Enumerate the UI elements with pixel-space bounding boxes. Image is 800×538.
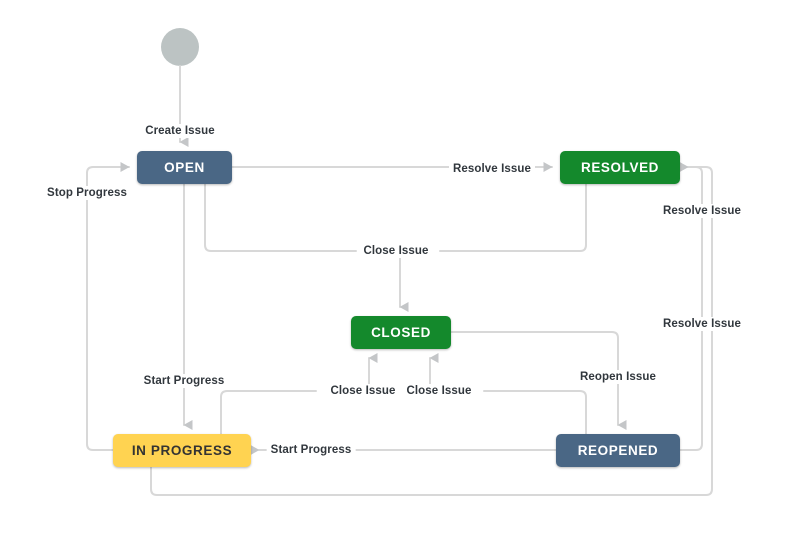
edge-label-start-progress-reopened: Start Progress [266, 443, 356, 457]
edge-close-issue-from-open [204, 183, 357, 252]
start-circle [161, 28, 199, 66]
edge-inprogress-resolve-issue [150, 162, 713, 496]
edge-label-close-issue-inprogress: Close Issue [326, 384, 400, 398]
node-reopened[interactable]: REOPENED [556, 434, 680, 467]
node-in-progress-label: IN PROGRESS [131, 443, 233, 458]
edge-label-start-progress-open: Start Progress [139, 374, 229, 388]
edge-label-create-issue: Create Issue [141, 124, 219, 138]
edge-label-inprogress-resolve-issue: Resolve Issue [658, 317, 746, 331]
node-closed[interactable]: CLOSED [351, 316, 451, 349]
edge-label-stop-progress: Stop Progress [43, 186, 131, 200]
edge-label-open-resolve-issue: Resolve Issue [448, 162, 536, 176]
edge-stop-progress [86, 162, 130, 451]
node-closed-label: CLOSED [371, 325, 431, 340]
node-open-label: OPEN [164, 160, 205, 175]
edge-label-reopened-resolve-issue: Resolve Issue [658, 204, 746, 218]
node-resolved-label: RESOLVED [580, 160, 660, 175]
edge-label-close-issue-reopened: Close Issue [402, 384, 476, 398]
edge-close-issue-reopened-h [483, 390, 587, 435]
node-open[interactable]: OPEN [137, 151, 232, 184]
node-in-progress[interactable]: IN PROGRESS [113, 434, 251, 467]
edge-reopen-issue [450, 331, 627, 430]
edge-close-issue-inprogress-h [220, 390, 317, 435]
edge-label-close-issue-top: Close Issue [359, 244, 433, 258]
edge-close-issue-from-resolved [439, 183, 587, 252]
edge-label-reopen-issue: Reopen Issue [576, 370, 660, 384]
node-resolved[interactable]: RESOLVED [560, 151, 680, 184]
node-reopened-label: REOPENED [577, 443, 659, 458]
